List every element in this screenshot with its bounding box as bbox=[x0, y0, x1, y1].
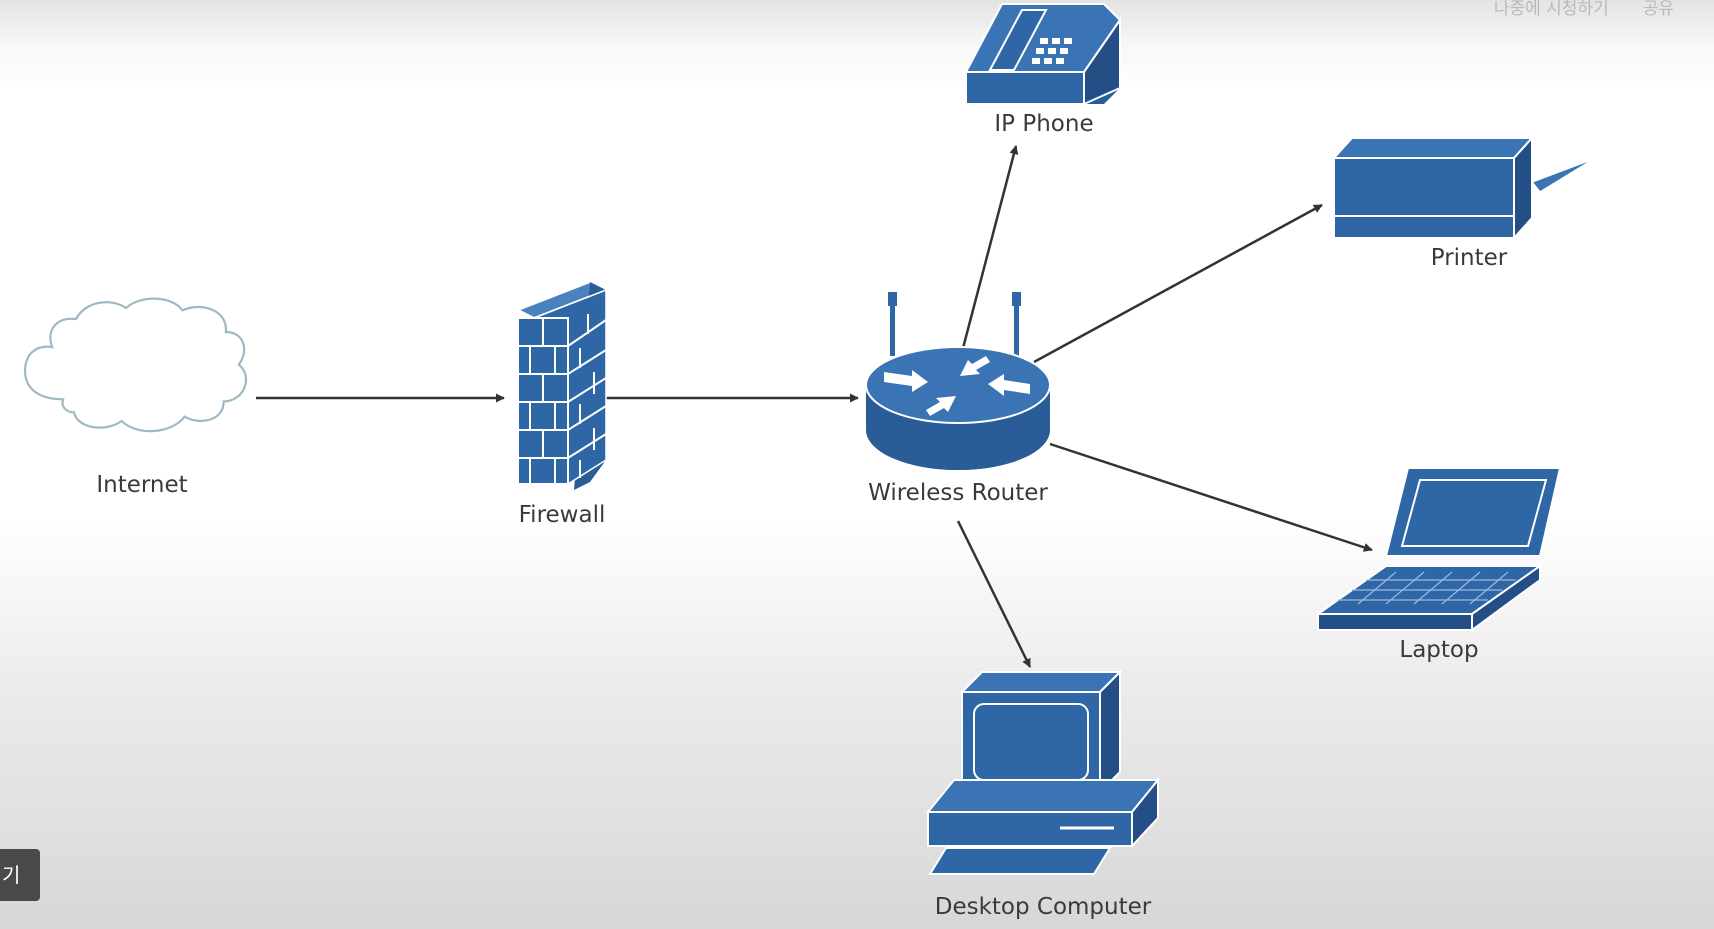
connections bbox=[256, 145, 1373, 668]
desktop-computer-label: Desktop Computer bbox=[935, 894, 1152, 920]
printer-icon bbox=[1331, 135, 1603, 241]
edge-router-desktop bbox=[956, 520, 1032, 668]
share-button[interactable]: 공유 bbox=[1642, 0, 1674, 19]
laptop-label: Laptop bbox=[1399, 637, 1478, 663]
printer-label: Printer bbox=[1431, 245, 1508, 271]
edge-router-laptop bbox=[1049, 442, 1373, 552]
desktop-computer-icon bbox=[925, 669, 1161, 875]
edge-router-ip-phone bbox=[960, 145, 1019, 353]
edge-router-printer bbox=[1033, 203, 1323, 364]
wireless-router-icon bbox=[865, 292, 1051, 470]
laptop-icon bbox=[1314, 467, 1562, 632]
wireless-router-label: Wireless Router bbox=[868, 480, 1048, 506]
video-top-overlay: 나중에 시청하기 공유 bbox=[1494, 0, 1674, 19]
player-caption-button[interactable]: 기 bbox=[0, 849, 40, 901]
ip-phone-icon bbox=[964, 3, 1122, 106]
ip-phone-label: IP Phone bbox=[994, 111, 1093, 137]
cloud-icon bbox=[24, 297, 248, 433]
firewall-label: Firewall bbox=[519, 502, 606, 528]
internet-label: Internet bbox=[96, 472, 187, 498]
watch-later-button[interactable]: 나중에 시청하기 bbox=[1493, 0, 1609, 19]
firewall-icon bbox=[515, 280, 609, 490]
caption-button-label: 기 bbox=[2, 863, 21, 887]
